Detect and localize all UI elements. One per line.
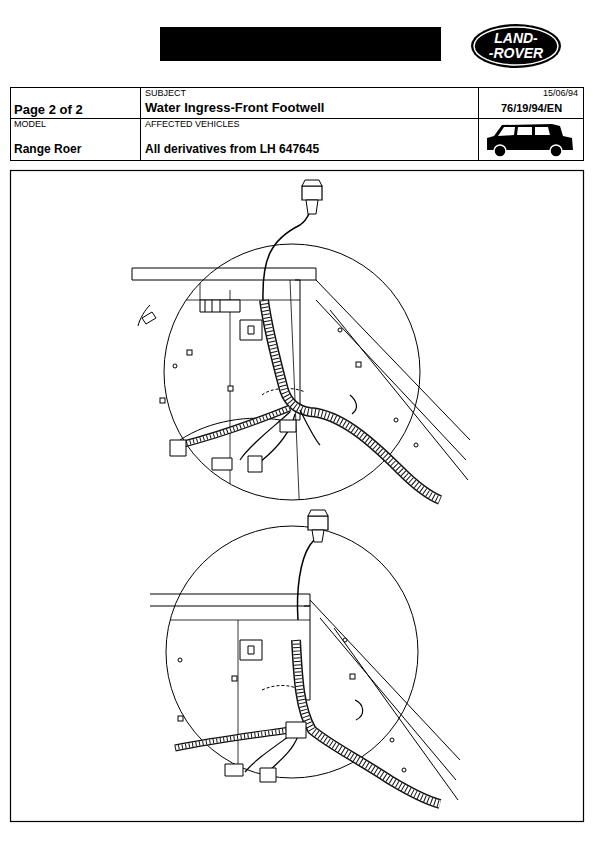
wiring-harness [264, 300, 440, 500]
field-label: AFFECTED VEHICLES [145, 120, 240, 130]
branch-wires [170, 395, 356, 472]
subject-title: Water Ingress-Front Footwell [145, 101, 324, 115]
vehicle-icon [487, 124, 573, 157]
bulletin-number: 76/19/94/EN [479, 102, 584, 114]
upper-detail [132, 180, 470, 520]
date: 15/06/94 [543, 89, 578, 99]
page-number: Page 2 of 2 [14, 103, 83, 117]
model-name: Range Roer [14, 143, 81, 156]
header-bar [160, 27, 441, 61]
wiring-harness-lower [175, 640, 440, 804]
logo-oval: LAND--ROVER [470, 23, 562, 69]
affected-vehicles: All derivatives from LH 647645 [145, 143, 319, 156]
logo-word: LAND- [470, 31, 562, 45]
field-label: SUBJECT [145, 89, 186, 99]
lower-detail [150, 510, 460, 800]
logo-word: -ROVER [470, 46, 562, 60]
field-label: MODEL [14, 120, 46, 130]
header-table [10, 87, 584, 822]
